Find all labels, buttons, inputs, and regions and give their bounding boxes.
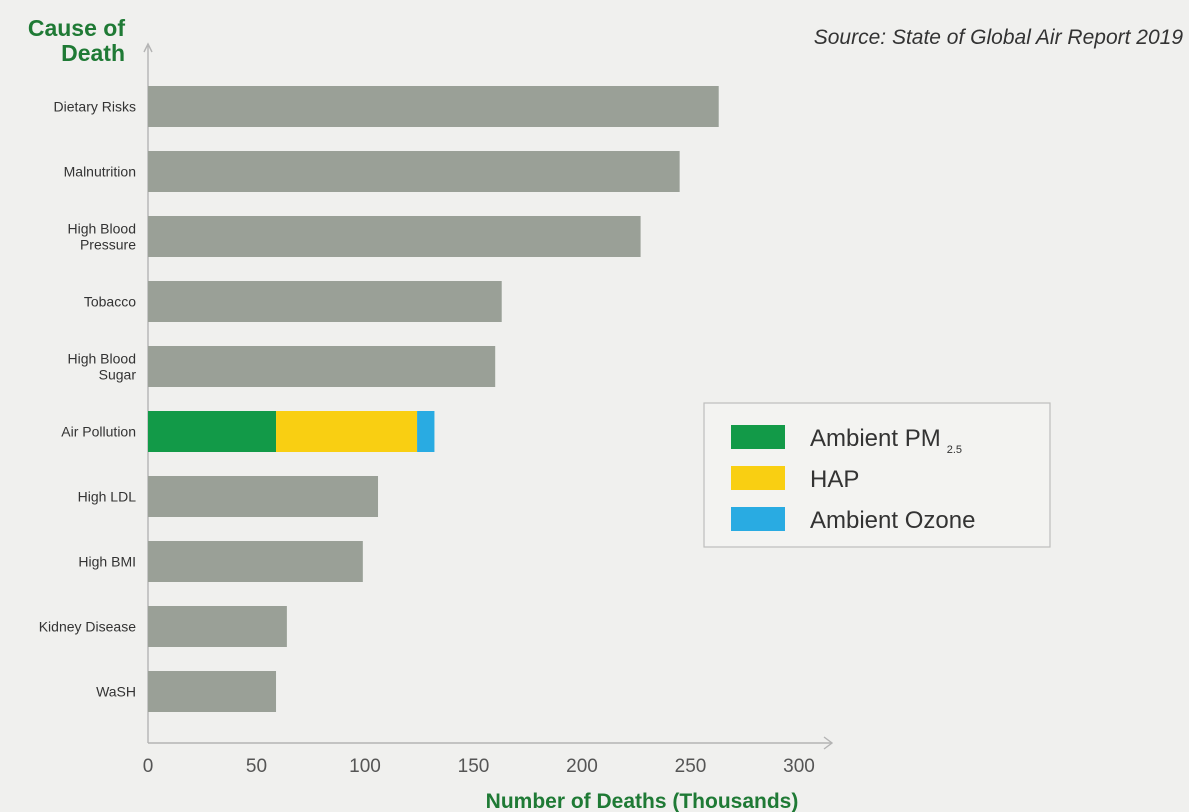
category-label: Malnutrition [64, 164, 136, 180]
y-axis-arrow [143, 42, 153, 53]
x-tick-label: 0 [143, 756, 154, 777]
category-label: High LDL [78, 489, 137, 505]
category-label: Air Pollution [61, 424, 136, 440]
x-axis-arrow [823, 736, 834, 750]
legend-label: Ambient Ozone [810, 507, 975, 534]
bar [148, 606, 287, 647]
legend-swatch [731, 425, 785, 449]
bar [148, 281, 502, 322]
bar [148, 86, 719, 127]
category-label: Tobacco [84, 294, 136, 310]
x-tick-label: 200 [566, 756, 598, 777]
legend-swatch [731, 466, 785, 490]
category-label: Dietary Risks [54, 99, 136, 115]
bar [148, 476, 379, 517]
legend-swatch [731, 507, 785, 531]
bar-segment [276, 411, 418, 452]
x-tick-label: 150 [458, 756, 490, 777]
bar [148, 346, 496, 387]
bar [148, 216, 641, 257]
x-tick-label: 300 [783, 756, 815, 777]
x-axis-title: Number of Deaths (Thousands) [486, 790, 799, 812]
legend-label: HAP [810, 466, 859, 493]
bar-segment [417, 411, 435, 452]
category-label: Kidney Disease [39, 619, 136, 635]
bar [148, 541, 363, 582]
x-tick-label: 50 [246, 756, 267, 777]
bar [148, 671, 277, 712]
source-note: Source: State of Global Air Report 2019 [814, 26, 1184, 49]
x-tick-label: 250 [675, 756, 707, 777]
category-label: WaSH [96, 684, 136, 700]
plot-area: 0 50 100 150 200 250 300 Dietary RisksMalnutrit… [39, 42, 834, 777]
bar-segment [148, 411, 277, 452]
category-label: High BMI [78, 554, 136, 570]
x-tick-label: 100 [349, 756, 381, 777]
bar [148, 151, 680, 192]
